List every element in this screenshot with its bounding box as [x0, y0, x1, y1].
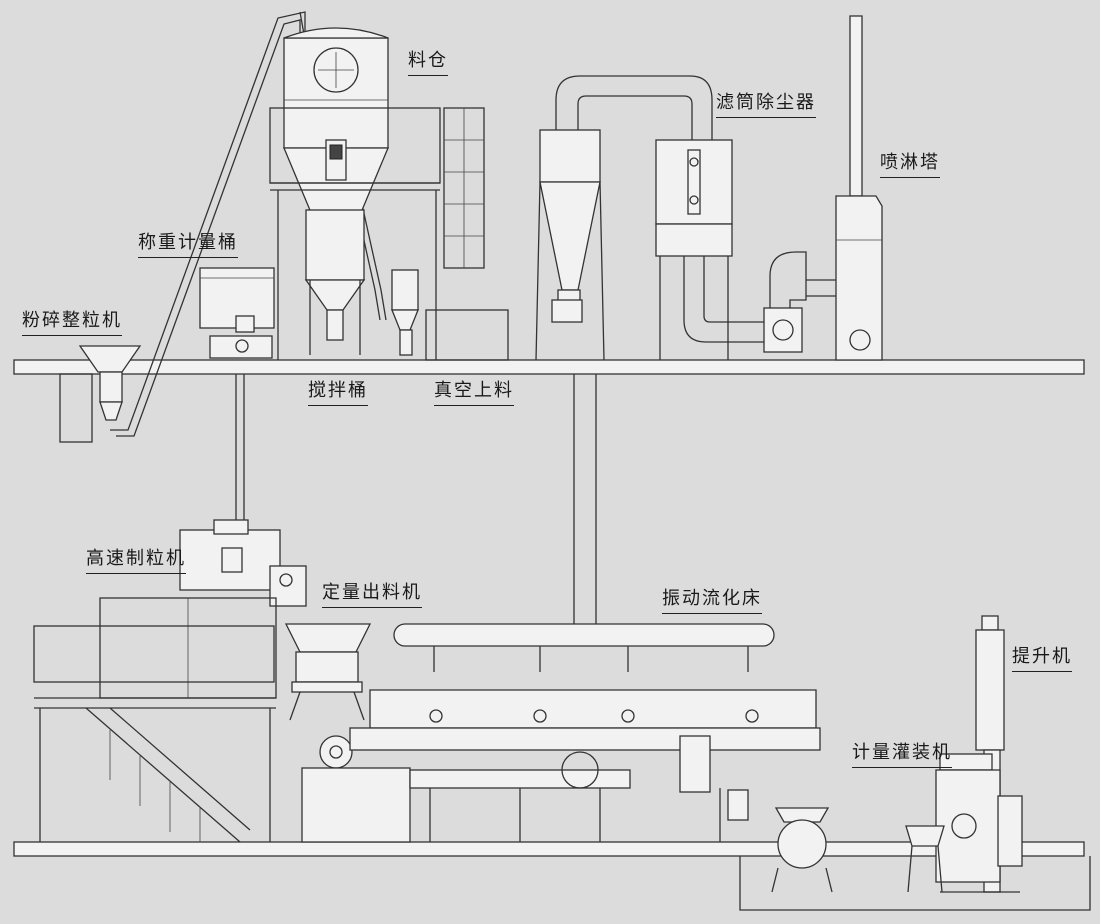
- drop-pipe-to-granulator: [235, 374, 245, 520]
- label-spray-tower: 喷淋塔: [880, 152, 940, 178]
- operation-platform: [33, 597, 277, 842]
- upper-floor-slab: [13, 359, 1085, 375]
- spray-tower: [806, 15, 883, 361]
- crushing-granulator: [59, 345, 142, 443]
- label-vibrating-fluid-bed: 振动流化床: [662, 588, 762, 614]
- ladder-cage: [443, 107, 485, 269]
- exhaust-fan: [763, 251, 807, 353]
- high-speed-granulator: [179, 519, 307, 607]
- label-filter-dust-collector: 滤筒除尘器: [716, 92, 816, 118]
- label-weighing-bucket: 称重计量桶: [138, 232, 238, 258]
- hot-air-blower: [301, 735, 411, 843]
- filter-dust-collector: [655, 139, 770, 360]
- lower-floor-slab: [13, 841, 1091, 911]
- discharge-hopper: [771, 807, 833, 893]
- label-quantitative-discharger: 定量出料机: [322, 582, 422, 608]
- label-high-speed-granulator: 高速制粒机: [86, 548, 186, 574]
- vacuum-feeder: [391, 269, 419, 356]
- vacuum-feeder-frame: [425, 309, 509, 361]
- label-metering-filling-machine: 计量灌装机: [852, 742, 952, 768]
- cyclone-duct: [555, 75, 713, 140]
- weighing-bucket: [199, 267, 275, 359]
- cyclone-separator: [535, 129, 605, 361]
- silo-platform: [269, 107, 441, 360]
- silo: [283, 27, 389, 216]
- quantitative-discharger: [284, 623, 372, 721]
- mixing-bucket: [304, 209, 366, 355]
- label-silo: 料仓: [408, 50, 448, 76]
- vibrating-fluid-bed: [349, 623, 821, 842]
- label-elevator: 提升机: [1012, 646, 1072, 672]
- platform-stairs: [85, 707, 251, 843]
- label-mixing-bucket: 搅拌桶: [308, 380, 368, 406]
- exhaust-pipe-to-fluid-bed: [573, 374, 597, 641]
- label-vacuum-feeding: 真空上料: [434, 380, 514, 406]
- label-crushing-granulator: 粉碎整粒机: [22, 310, 122, 336]
- metering-filling-machine: [905, 753, 1023, 893]
